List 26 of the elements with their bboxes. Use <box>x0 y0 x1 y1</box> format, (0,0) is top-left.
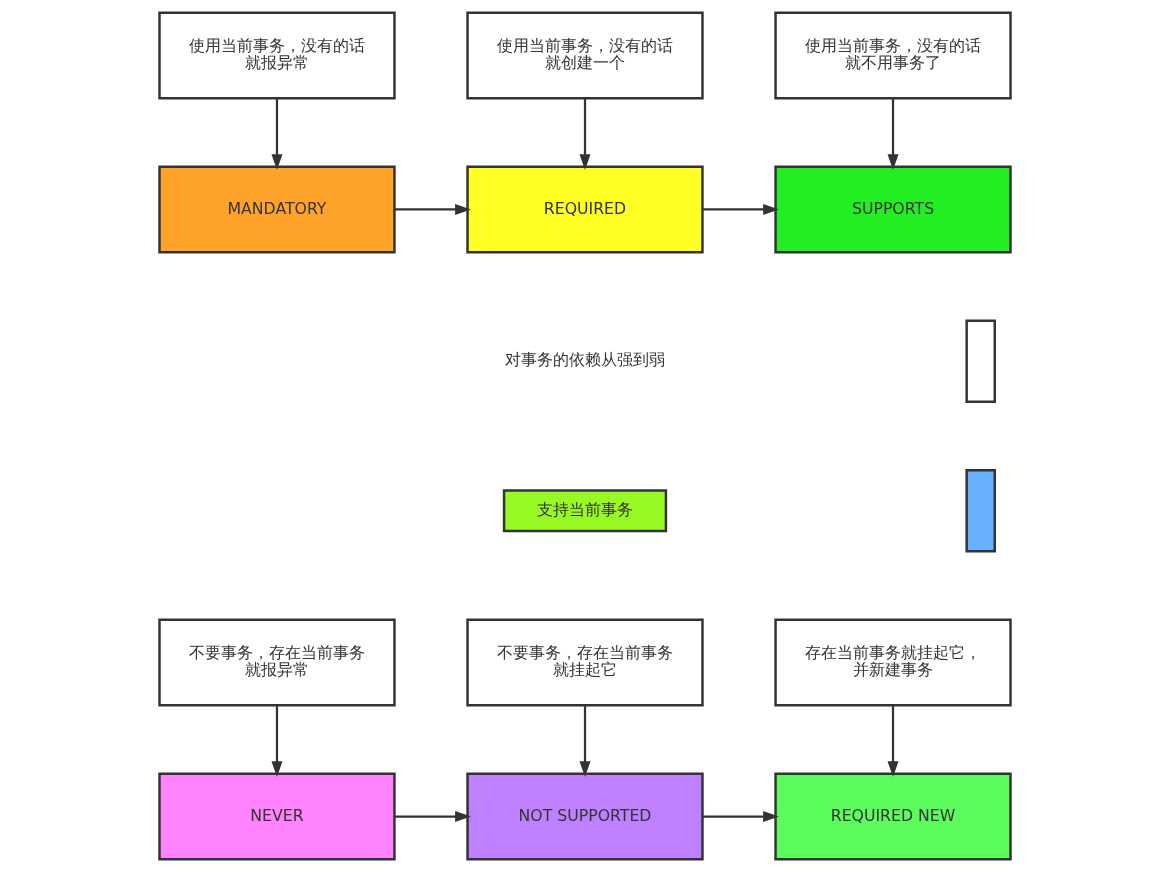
node-box: MANDATORY <box>157 165 396 254</box>
arrow <box>887 705 899 778</box>
node-box <box>964 469 996 553</box>
node-box <box>964 319 996 403</box>
arrow <box>702 811 779 823</box>
arrow <box>394 203 471 215</box>
node-box: 存在当前事务就挂起它，并新建事务 <box>773 618 1012 707</box>
arrow <box>270 705 282 778</box>
node-box: 使用当前事务，没有的话就创建一个 <box>465 11 704 100</box>
node-box: REQUIRED NEW <box>773 772 1012 861</box>
node-box: NOT SUPPORTED <box>465 772 704 861</box>
arrow <box>394 811 471 823</box>
node-box: 使用当前事务，没有的话就不用事务了 <box>773 11 1012 100</box>
node-box: REQUIRED <box>465 165 704 254</box>
label: 对事务的依赖从强到弱 <box>504 350 665 370</box>
node-box: SUPPORTS <box>773 165 1012 254</box>
arrow <box>887 98 899 170</box>
arrow <box>270 98 282 170</box>
node-box: 不要事务，存在当前事务就报异常 <box>157 618 396 707</box>
arrow <box>702 203 779 215</box>
node-box: NEVER <box>157 772 396 861</box>
node-box: 使用当前事务，没有的话就报异常 <box>157 11 396 100</box>
arrow <box>579 98 590 170</box>
arrow <box>579 705 590 778</box>
node-box: 支持当前事务 <box>502 489 667 533</box>
node-box: 不要事务，存在当前事务就挂起它 <box>465 618 704 707</box>
